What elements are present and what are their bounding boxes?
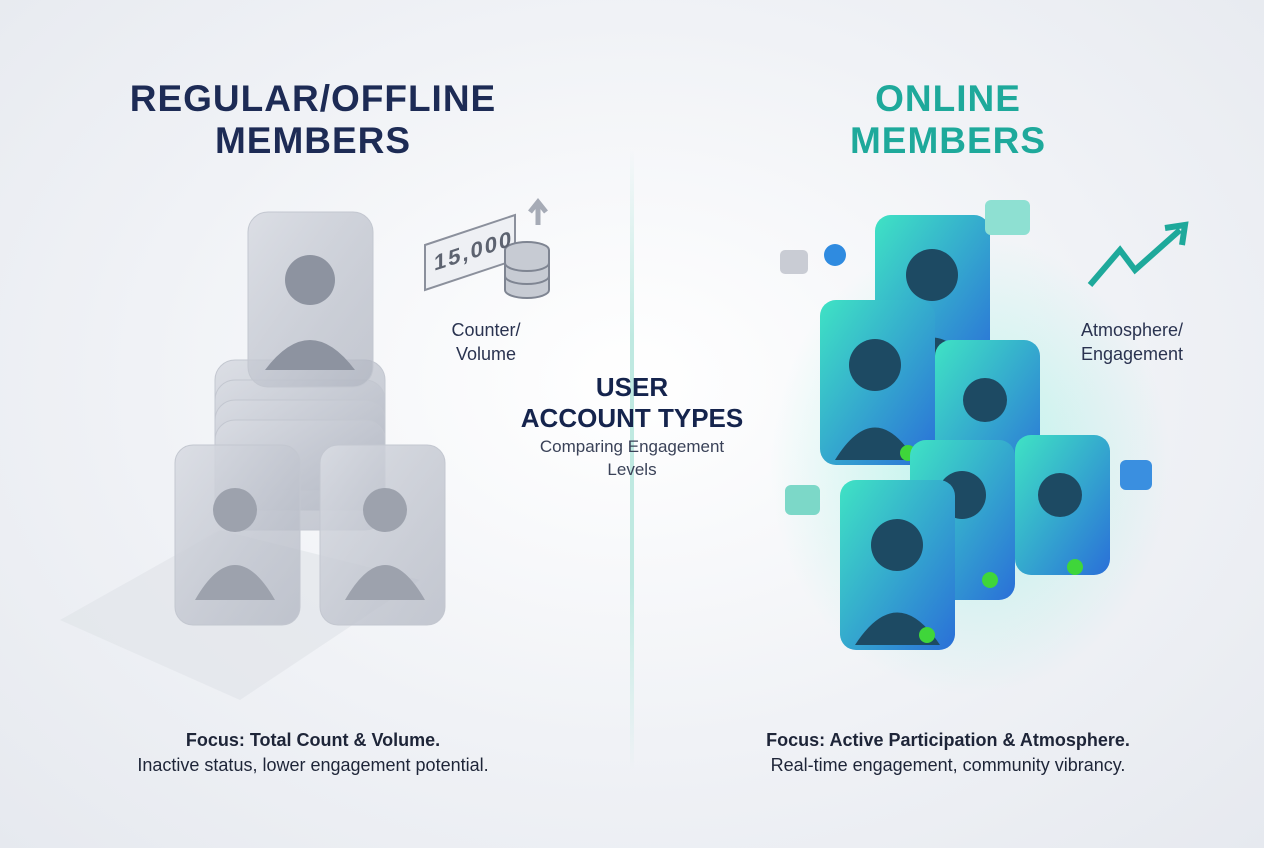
message-icon [985,200,1030,235]
avatar-card [840,480,955,650]
user-card-top [247,211,374,388]
center-subtitle: Levels [607,460,657,479]
title-line: MEMBERS [214,120,412,161]
online-user-cards-illustration [770,200,1170,695]
focus-description: Inactive status, lower engagement potent… [137,755,489,775]
label-line: Engagement [1080,344,1184,364]
atmosphere-engagement-label: Atmosphere/ Engagement [1032,318,1232,366]
avatar-card [1015,435,1110,575]
offline-focus-text: Focus: Total Count & Volume. Inactive st… [33,728,593,778]
center-title-line: ACCOUNT TYPES [520,403,744,433]
focus-heading: Focus: Total Count & Volume. [185,730,441,750]
online-focus-text: Focus: Active Participation & Atmosphere… [668,728,1228,778]
focus-description: Real-time engagement, community vibrancy… [770,755,1126,775]
online-members-title: ONLINE MEMBERS [688,78,1208,162]
thumbs-up-icon [1120,460,1152,490]
label-line: Atmosphere/ [1080,320,1184,340]
center-heading: USER ACCOUNT TYPES Comparing Engagement … [432,372,832,480]
center-divider [630,150,634,770]
chat-bubble-icon [785,485,820,515]
stacked-cards [174,359,446,626]
title-line: ONLINE [875,78,1021,119]
trend-up-arrow-icon [1087,221,1189,287]
label-line: Volume [455,344,517,364]
heart-icon [824,244,846,266]
label-line: Counter/ [451,320,521,340]
offline-members-title: REGULAR/OFFLINE MEMBERS [53,78,573,162]
database-icon [424,197,550,299]
counter-volume-icon: 15,000 [420,190,570,300]
center-title-line: USER [595,372,669,402]
offline-user-stack-illustration [60,211,446,700]
chat-bubble-icon [780,250,808,274]
focus-heading: Focus: Active Participation & Atmosphere… [766,730,1130,750]
center-subtitle: Comparing Engagement [539,437,725,456]
title-line: REGULAR/OFFLINE [129,78,497,119]
title-line: MEMBERS [849,120,1047,161]
avatar-card [820,300,935,465]
counter-volume-label: Counter/ Volume [386,318,586,366]
